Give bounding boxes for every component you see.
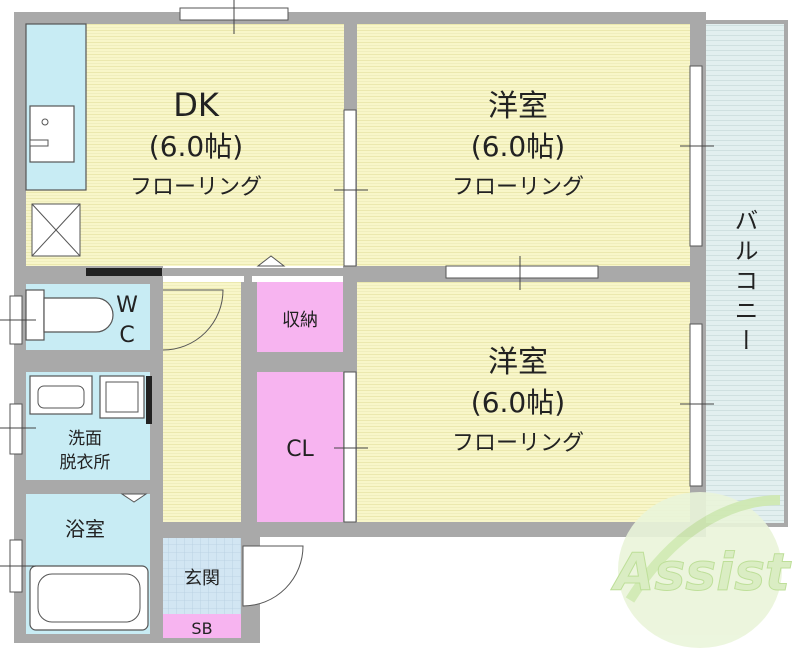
bathtub-icon <box>29 565 149 631</box>
western-bottom-floor: フローリング <box>452 431 584 456</box>
dk-floor: フローリング <box>130 175 262 200</box>
entrance-area <box>163 538 241 614</box>
shoebox-area <box>163 614 241 638</box>
shoebox-label: SB <box>191 619 212 638</box>
toilet-bowl-icon <box>43 297 114 333</box>
entrance-label: 玄関 <box>184 568 220 589</box>
washroom-label-line1: 洗面 <box>68 429 102 449</box>
storage-label: 収納 <box>282 310 318 331</box>
balcony-label: バルコニー <box>730 208 758 358</box>
western-top-size: (6.0帖) <box>471 130 565 163</box>
western-room-bottom <box>357 282 690 522</box>
assist-logo-text: Assist <box>610 543 792 603</box>
western-top-floor: フローリング <box>452 175 584 200</box>
western-bottom-name: 洋室 <box>488 345 548 380</box>
closet-label: CL <box>286 437 314 462</box>
washing-machine-icon <box>99 375 145 419</box>
dk-name: DK <box>173 86 220 124</box>
sink-icon <box>29 105 75 163</box>
bath-label: 浴室 <box>65 517 105 541</box>
closet-area <box>257 372 343 522</box>
assist-logo: Assist <box>610 492 793 648</box>
hallway <box>163 282 241 522</box>
western-room-top <box>357 24 690 266</box>
western-top-name: 洋室 <box>488 89 548 124</box>
toilet-label-line1: W <box>116 293 138 318</box>
washroom-label-line2: 脱衣所 <box>60 453 111 473</box>
entrance-door-icon <box>242 545 304 607</box>
storage-area <box>257 282 343 352</box>
western-bottom-size: (6.0帖) <box>471 386 565 419</box>
toilet-tank-icon <box>25 289 45 341</box>
toilet-label-line2: C <box>119 323 134 348</box>
dk-size: (6.0帖) <box>149 130 243 163</box>
toilet-door-icon <box>162 289 224 351</box>
